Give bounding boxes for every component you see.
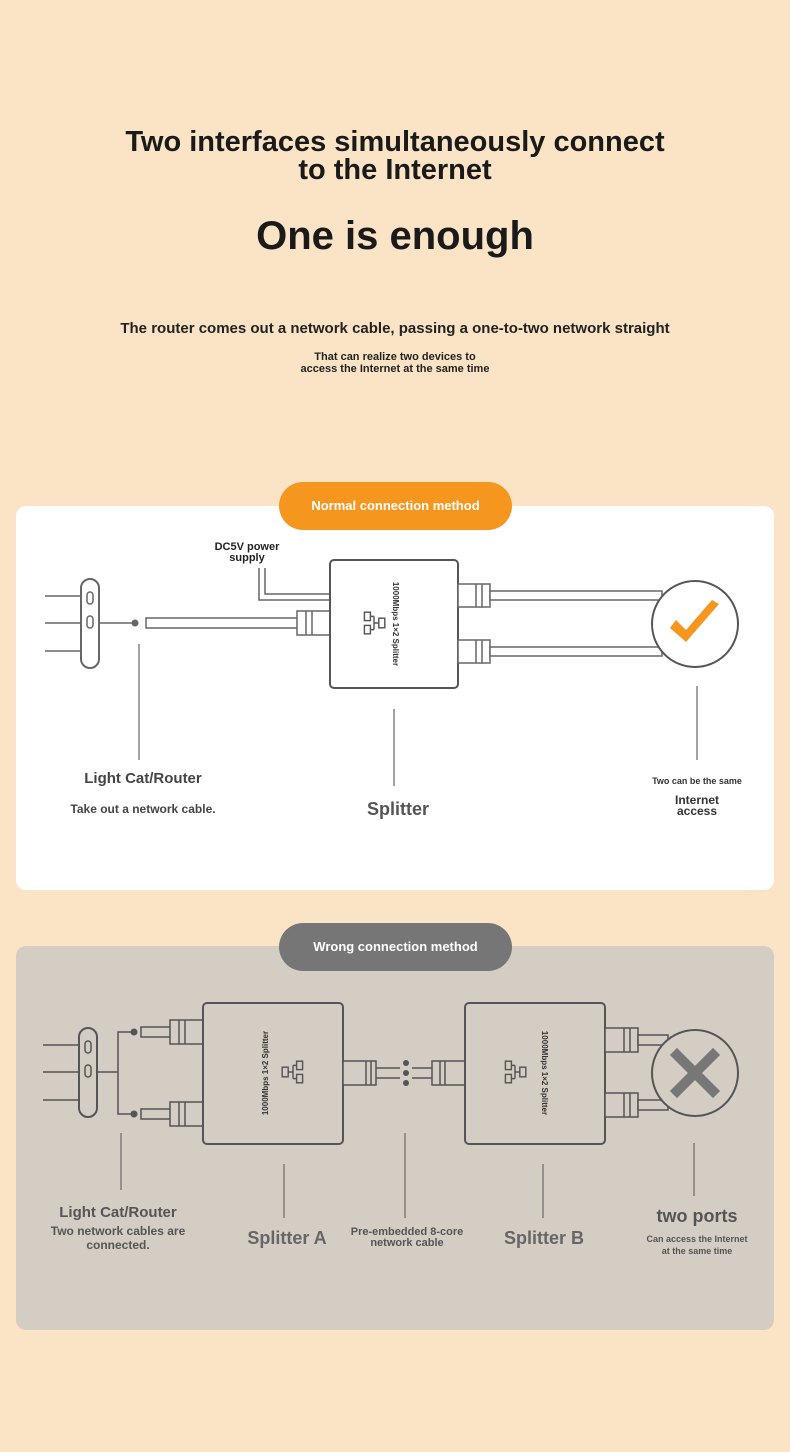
connecting-cable-wrong [342,1060,466,1086]
router-device-wrong [43,1027,138,1118]
result-note-normal: Two can be the same [652,776,742,786]
source-label-wrong: Light Cat/Router [59,1204,177,1221]
source-desc-normal: Take out a network cable. [70,802,216,816]
splitter-label-normal: Splitter [366,799,429,819]
page-title: Two interfaces simultaneously connect to… [0,126,790,186]
cable-label: Pre-embedded 8-core network cable [350,1226,464,1249]
cross-icon [651,1029,739,1117]
note: That can realize two devices to access t… [300,351,490,375]
input-cable-normal [145,568,331,636]
leader-lines-normal [138,644,698,786]
checkmark-icon [651,580,739,668]
title-line-1: Two interfaces simultaneously connect [125,126,665,158]
router-device-normal [45,578,139,669]
wrong-method-pill: Wrong connection method [279,923,512,971]
splitter-b-box [464,1002,606,1145]
power-supply-label: DC5V power supply [196,542,298,564]
splitter-a-label: Splitter A [247,1228,327,1248]
leader-lines-wrong [120,1133,695,1218]
splitter-b-text: 1000Mbps 1×2 Splitter [540,1030,549,1116]
power-label-line-1: DC5V power [214,541,280,553]
splitter-text-normal: 1000Mbps 1×2 Splitter [391,581,400,667]
output-cables-normal [457,583,663,664]
splitter-a-box [202,1002,344,1145]
headline: One is enough [256,214,534,258]
title-line-2: to the Internet [298,154,492,186]
splitter-b-label: Splitter B [503,1228,584,1248]
input-cables-wrong [140,1019,204,1127]
result-label-normal: Internet access [674,793,719,818]
source-desc-wrong: Two network cables are connected. [50,1224,186,1252]
output-cables-wrong [604,1027,669,1118]
source-label-normal: Light Cat/Router [84,770,202,787]
wrong-connection-panel [16,946,774,1330]
normal-method-pill: Normal connection method [279,482,512,530]
result-desc-wrong: Can access the Internet at the same time [646,1234,748,1256]
splitter-a-text: 1000Mbps 1×2 Splitter [261,1030,270,1116]
result-label-wrong: two ports [656,1206,738,1226]
subtitle: The router comes out a network cable, pa… [120,320,670,337]
splitter-box-normal [329,559,459,689]
power-label-line-2: supply [229,552,265,564]
